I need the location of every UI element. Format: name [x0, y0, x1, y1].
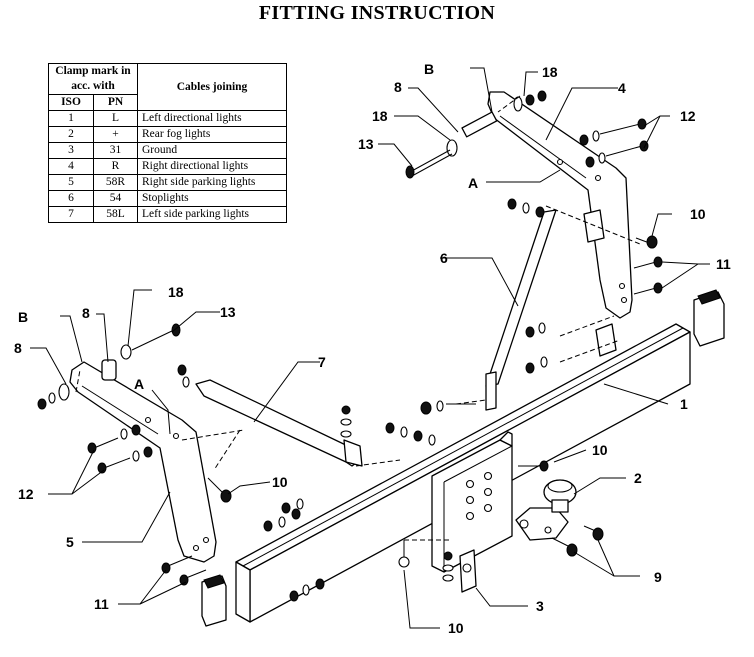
table-subheader-row: ISO PN	[48, 94, 287, 111]
callout-13-left: 13	[220, 304, 236, 320]
table-row: 2 + Rear fog lights	[48, 126, 287, 143]
callout-labels: 1 2 3 4 5 6 7 8 8 8 9 10 10 10 10 11 11 …	[14, 61, 731, 636]
side-bracket-part-5	[69, 361, 217, 563]
center-mounting-plate	[431, 431, 513, 573]
brace-part-7	[195, 379, 363, 467]
callout-5: 5	[66, 534, 74, 550]
callout-1: 1	[680, 396, 688, 412]
hardware-bolts	[37, 90, 663, 602]
assembly-guide-lines	[75, 95, 641, 541]
socket-plate-part-3	[459, 549, 477, 593]
tab-plate	[595, 323, 617, 357]
callout-b-left: B	[18, 309, 28, 325]
clamp-plate	[583, 209, 605, 243]
callout-9: 9	[654, 569, 662, 585]
callout-a-left: A	[134, 376, 144, 392]
callout-b-right: B	[424, 61, 434, 77]
callout-10-bottom: 10	[448, 620, 464, 636]
table-row: 4 R Right directional lights	[48, 158, 287, 175]
cables-joining-table: Clamp mark in acc. with Cables joining I…	[48, 63, 287, 223]
callout-8-left: 8	[82, 305, 90, 321]
callout-4: 4	[618, 80, 626, 96]
callout-12-right: 12	[680, 108, 696, 124]
desc-cell: Left side parking lights	[137, 206, 287, 223]
callout-10-left: 10	[272, 474, 288, 490]
callout-11-right: 11	[716, 256, 731, 272]
callout-6: 6	[440, 250, 448, 266]
callout-18-left: 18	[168, 284, 184, 300]
callout-3: 3	[536, 598, 544, 614]
desc-cell: Right side parking lights	[137, 174, 287, 191]
table-row: 7 58L Left side parking lights	[48, 206, 287, 223]
callout-13-right: 13	[358, 136, 374, 152]
callout-8-far-left: 8	[14, 340, 22, 356]
header-pn: PN	[93, 94, 138, 111]
callout-10-right: 10	[690, 206, 706, 222]
callout-8-right: 8	[394, 79, 402, 95]
table-row: 5 58R Right side parking lights	[48, 174, 287, 191]
callout-10-center: 10	[592, 442, 608, 458]
page-title: FITTING INSTRUCTION	[258, 2, 496, 24]
brace-part-6	[485, 209, 557, 411]
callout-2: 2	[634, 470, 642, 486]
end-cap-right	[693, 289, 725, 347]
callout-12-left: 12	[18, 486, 34, 502]
callout-a-right: A	[468, 175, 478, 191]
callout-11-left: 11	[94, 596, 109, 612]
towball-part-2	[515, 479, 577, 541]
header-clamp-mark: Clamp mark in acc. with	[48, 63, 138, 95]
pn-cell: 58R	[93, 174, 138, 191]
callout-18-right: 18	[372, 108, 388, 124]
table-row: 3 31 Ground	[48, 142, 287, 159]
end-cap-left	[201, 574, 227, 627]
callout-18-right-top: 18	[542, 64, 558, 80]
callout-leader-lines	[30, 67, 710, 629]
callout-7: 7	[318, 354, 326, 370]
